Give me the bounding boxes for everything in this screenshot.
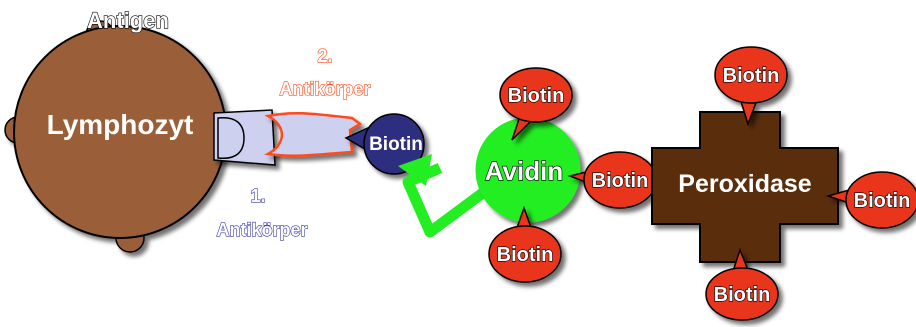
biotin-label-antibody: Biotin bbox=[369, 134, 423, 155]
binding-arrow bbox=[398, 154, 484, 232]
biotin-label-avidin-bottom: Biotin bbox=[497, 244, 554, 266]
biotin-label-avidin-top: Biotin bbox=[508, 85, 565, 107]
antibody1-name: Antikörper bbox=[216, 220, 307, 240]
biotin-label-peroxidase-top: Biotin bbox=[723, 65, 780, 87]
biotin-label-avidin-right: Biotin bbox=[592, 170, 649, 192]
avidin-label: Avidin bbox=[485, 156, 563, 186]
biotin-label-peroxidase-bottom: Biotin bbox=[714, 284, 771, 306]
biotin-label-peroxidase-right: Biotin bbox=[854, 190, 911, 212]
antibody2-name: Antikörper bbox=[279, 79, 370, 99]
antigen-label: Antigen bbox=[87, 8, 169, 33]
secondary-antibody bbox=[268, 113, 360, 156]
antibody1-number: 1. bbox=[250, 186, 265, 206]
primary-antibody bbox=[214, 110, 275, 165]
lymphozyt-label: Lymphozyt bbox=[47, 109, 194, 140]
peroxidase-label: Peroxidase bbox=[678, 170, 812, 198]
antibody2-number: 2. bbox=[317, 46, 332, 66]
